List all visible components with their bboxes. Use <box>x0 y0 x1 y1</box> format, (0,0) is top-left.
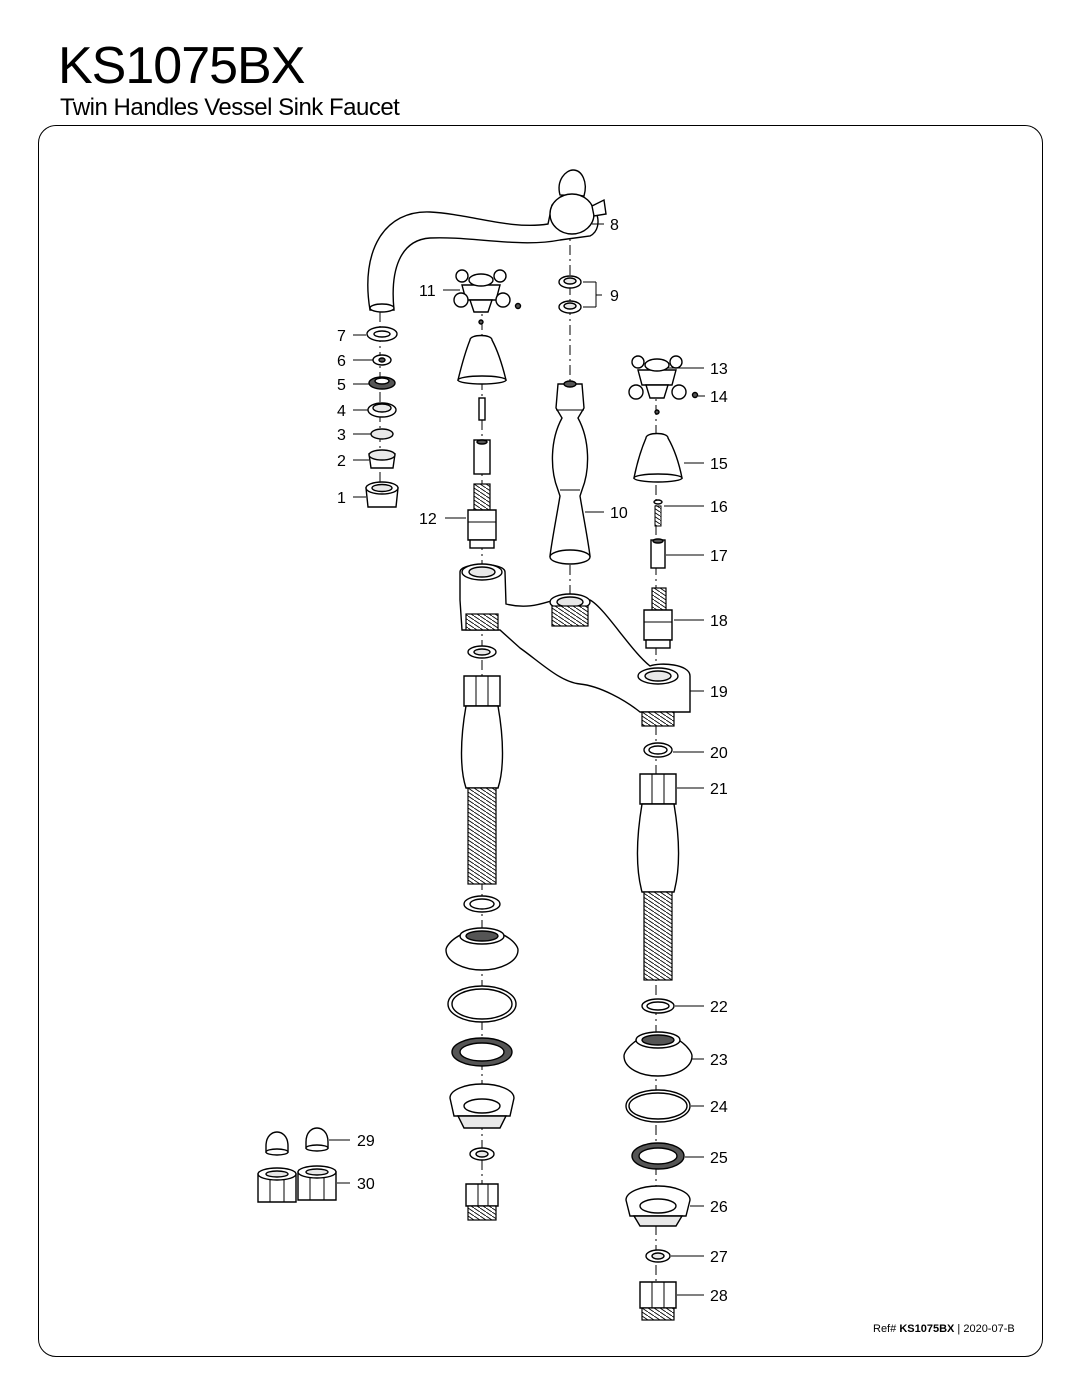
spout-column-part <box>549 380 591 565</box>
callout-14: 14 <box>710 389 728 406</box>
ref-revision: | 2020-07-B <box>957 1323 1015 1335</box>
callout-17: 17 <box>710 548 728 565</box>
right-shank-stack <box>623 742 693 1321</box>
spout-part <box>367 169 607 313</box>
callout-26: 26 <box>710 1199 728 1216</box>
right-valve-parts <box>633 432 683 649</box>
callout-16: 16 <box>710 499 728 516</box>
callout-22: 22 <box>710 999 728 1016</box>
left-shank-stack <box>445 645 519 1221</box>
o-rings-9 <box>558 275 582 314</box>
callout-7: 7 <box>337 328 346 345</box>
callout-27: 27 <box>710 1249 728 1266</box>
callout-12: 12 <box>419 511 437 528</box>
callout-1: 1 <box>337 490 346 507</box>
callout-4: 4 <box>337 403 346 420</box>
callout-19: 19 <box>710 684 728 701</box>
product-description: Twin Handles Vessel Sink Faucet <box>60 94 400 121</box>
leader-lines <box>329 223 705 1296</box>
callout-21: 21 <box>710 781 728 798</box>
callout-25: 25 <box>710 1150 728 1167</box>
callout-18: 18 <box>710 613 728 630</box>
callout-13: 13 <box>710 361 728 378</box>
right-cross-handle <box>628 355 699 415</box>
bridge-body-part <box>459 563 691 727</box>
callout-labels: 1 2 3 4 5 6 7 8 9 10 11 12 13 14 15 16 1… <box>337 217 728 1305</box>
aerator-parts <box>365 326 399 508</box>
callout-20: 20 <box>710 745 728 762</box>
callout-28: 28 <box>710 1288 728 1305</box>
reference-code: Ref# KS1075BX | 2020-07-B <box>873 1322 1015 1336</box>
callout-24: 24 <box>710 1099 728 1116</box>
center-lines <box>379 225 657 1300</box>
compression-parts <box>257 1127 337 1203</box>
callout-3: 3 <box>337 427 346 444</box>
callout-8: 8 <box>610 217 619 234</box>
ref-model: KS1075BX <box>899 1323 955 1335</box>
diagram-frame <box>38 125 1043 1357</box>
callout-6: 6 <box>337 353 346 370</box>
left-cross-handle <box>453 269 522 325</box>
callout-5: 5 <box>337 377 346 394</box>
left-valve-parts <box>457 334 507 549</box>
model-title: KS1075BX <box>58 37 305 95</box>
callout-29: 29 <box>357 1133 375 1150</box>
callout-9: 9 <box>610 288 619 305</box>
callout-23: 23 <box>710 1052 728 1069</box>
callout-10: 10 <box>610 505 628 522</box>
callout-2: 2 <box>337 453 346 470</box>
callout-11: 11 <box>419 283 436 300</box>
ref-label: Ref# <box>873 1323 897 1335</box>
callout-30: 30 <box>357 1176 375 1193</box>
callout-15: 15 <box>710 456 728 473</box>
